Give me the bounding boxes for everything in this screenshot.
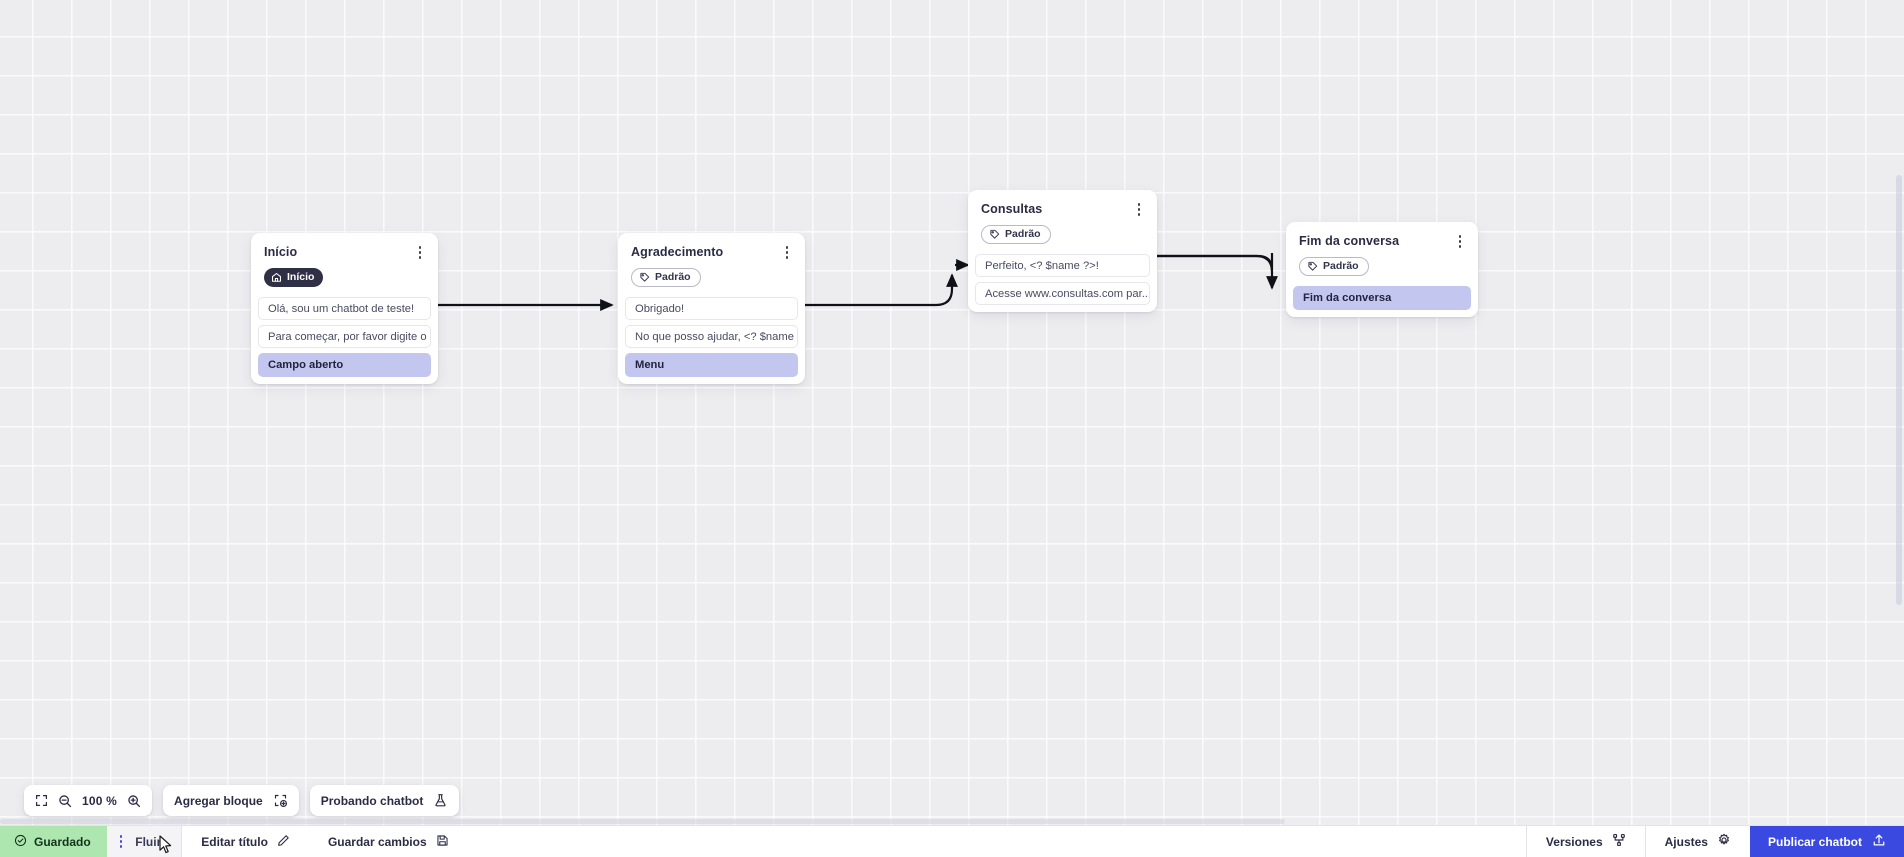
edge-consultas-fim-tail [1157,254,1278,290]
save-icon [436,834,449,850]
node-badge-padrao[interactable]: Padrão [981,225,1051,244]
edge-consultas-fim [1157,253,1274,271]
settings-label: Ajustes [1664,834,1708,849]
tab-fluir-label: Fluir [135,834,162,849]
tag-icon [1307,261,1318,272]
node-header: Agradecimento [618,233,805,260]
save-changes-label: Guardar cambios [327,834,427,849]
add-block-label: Agregar bloque [174,793,263,808]
node-message[interactable]: Perfeito, <? $name ?>! [975,254,1150,277]
add-block-button[interactable]: Agregar bloque [163,785,299,816]
flow-canvas[interactable]: Início Início Olá, sou um chatbot de tes… [0,0,1904,825]
add-block-icon [273,793,288,808]
node-badge-label: Padrão [1323,260,1359,273]
node-messages: Fim da conversa [1286,286,1478,310]
statusbar-spacer [468,826,1526,857]
node-badge-label: Padrão [655,271,691,284]
flow-node-consultas[interactable]: Consultas Padrão Perfeito, <? $name ?>! … [968,190,1157,312]
publish-label: Publicar chatbot [1767,834,1862,849]
canvas-toolbar: 100 % Agregar bloque Probando chatbot [24,785,460,816]
node-header: Consultas [968,190,1157,217]
node-header: Fim da conversa [1286,222,1478,249]
versions-label: Versiones [1545,834,1603,849]
tab-menu-icon[interactable] [119,835,123,848]
gear-icon [1717,833,1731,850]
statusbar-right-group: Versiones Ajustes [1525,826,1904,857]
edit-title-button[interactable]: Editar título [182,826,309,857]
check-circle-icon [14,834,27,850]
save-changes-button[interactable]: Guardar cambios [309,826,468,857]
zoom-out-icon[interactable] [58,794,72,808]
zoom-level-value: 100 % [82,793,118,808]
node-message[interactable]: Acesse www.consultas.com par... [975,282,1150,305]
node-badge-row: Padrão [618,260,805,297]
node-menu-button[interactable] [413,244,427,261]
node-message[interactable]: Olá, sou um chatbot de teste! [258,297,431,320]
node-badge-label: Início [287,271,315,284]
upload-icon [1872,833,1886,850]
home-icon [271,272,282,283]
node-menu-button[interactable] [780,244,794,261]
node-badge-row: Início [251,260,438,297]
flow-node-agradecimento[interactable]: Agradecimento Padrão Obrigado! No que po… [618,233,805,384]
edge-agradecimento-consultas [805,273,958,307]
node-header: Início [251,233,438,260]
tab-fluir[interactable]: Fluir [106,826,183,857]
status-bar: Guardado Fluir Editar título Guardar cam… [0,825,1904,857]
node-badge-padrao[interactable]: Padrão [1299,257,1369,276]
zoom-controls[interactable]: 100 % [24,785,153,816]
versions-button[interactable]: Versiones [1525,826,1645,857]
zoom-in-icon[interactable] [127,794,141,808]
saved-label: Guardado [34,834,91,849]
edit-title-label: Editar título [201,834,268,849]
node-badge-padrao[interactable]: Padrão [631,268,701,287]
node-title: Agradecimento [631,245,724,259]
fit-screen-icon[interactable] [35,794,48,807]
node-badge-inicio[interactable]: Início [264,268,324,287]
node-messages: Olá, sou um chatbot de teste! Para começ… [251,297,438,377]
node-messages: Perfeito, <? $name ?>! Acesse www.consul… [968,254,1157,305]
test-chatbot-button[interactable]: Probando chatbot [309,785,460,816]
tag-icon [639,272,650,283]
tag-icon [989,229,1000,240]
node-badge-label: Padrão [1005,228,1041,241]
node-message-highlight[interactable]: Menu [625,353,798,377]
node-messages: Obrigado! No que posso ajudar, <? $name … [618,297,805,377]
node-message-highlight[interactable]: Campo aberto [258,353,431,377]
flow-node-inicio[interactable]: Início Início Olá, sou um chatbot de tes… [251,233,438,384]
node-title: Consultas [981,202,1043,216]
test-chatbot-label: Probando chatbot [320,793,424,808]
node-badge-row: Padrão [968,217,1157,254]
node-message[interactable]: Obrigado! [625,297,798,320]
publish-chatbot-button[interactable]: Publicar chatbot [1749,826,1904,857]
node-badge-row: Padrão [1286,249,1478,286]
node-message[interactable]: Para começar, por favor digite o ... [258,325,431,348]
pencil-icon [277,834,290,850]
saved-badge: Guardado [0,826,107,857]
vertical-scrollbar[interactable] [1896,175,1902,605]
flask-icon [433,793,448,808]
settings-button[interactable]: Ajustes [1644,826,1750,857]
branch-icon [1612,833,1626,850]
flow-node-fim-da-conversa[interactable]: Fim da conversa Padrão Fim da conversa [1286,222,1478,317]
node-menu-button[interactable] [1453,233,1467,250]
connector-edges [437,253,1278,311]
horizontal-scrollbar[interactable] [0,819,1285,824]
node-title: Fim da conversa [1299,234,1400,248]
node-message-highlight[interactable]: Fim da conversa [1293,286,1471,310]
node-title: Início [264,245,298,259]
node-menu-button[interactable] [1132,201,1146,218]
node-message[interactable]: No que posso ajudar, <? $name ... [625,325,798,348]
